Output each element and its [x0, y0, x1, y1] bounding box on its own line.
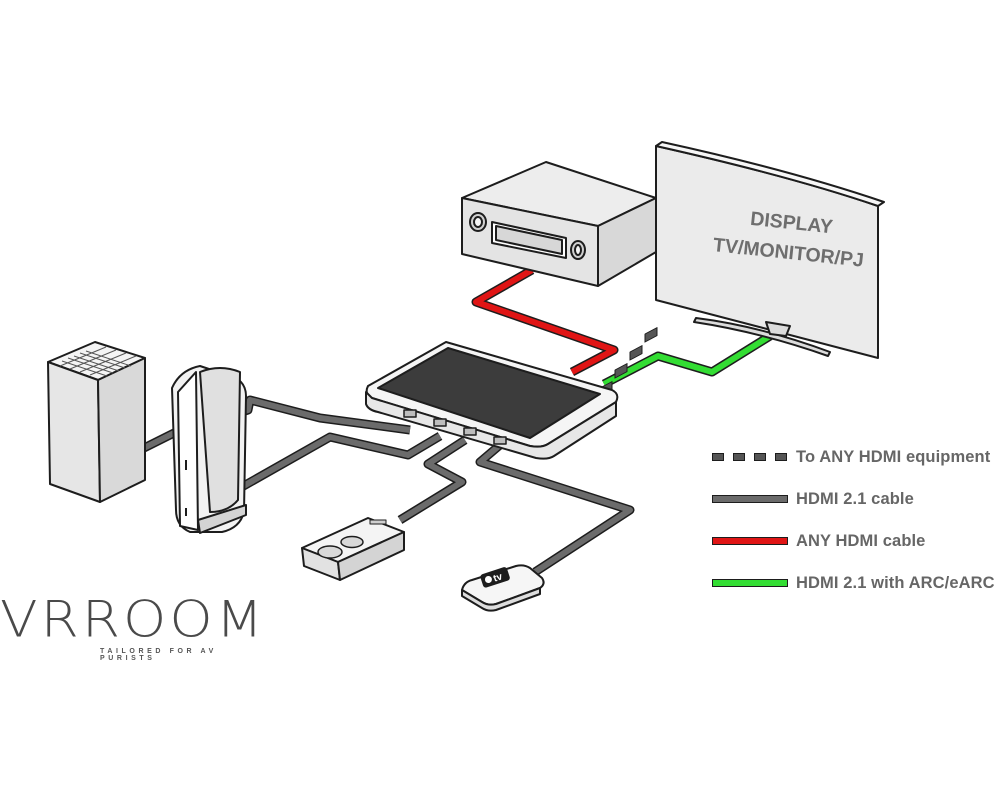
legend-item-dashed: To ANY HDMI equipment: [712, 446, 1000, 468]
apple-icon: [484, 576, 492, 584]
vrroom-logo: VRROOM TAILORED FOR AV PURISTS: [0, 590, 275, 662]
legend-swatch-hdmi21: [712, 495, 788, 503]
legend-label: HDMI 2.1 cable: [796, 489, 914, 508]
legend-label: HDMI 2.1 with ARC/eARC: [796, 573, 995, 592]
cable-ps5-hdmi21: [237, 432, 443, 492]
legend-swatch-earc: [712, 579, 788, 587]
vrroom-switch: [365, 341, 619, 460]
legend-item-hdmi21: HDMI 2.1 cable: [712, 488, 1000, 510]
cable-gpu-hdmi21: [397, 436, 468, 524]
ps5-console: [171, 365, 247, 534]
legend-item-any-hdmi: ANY HDMI cable: [712, 530, 1000, 552]
legend-swatch-dashed: [712, 453, 788, 461]
appletv-label: tv: [492, 571, 504, 584]
cable-appletv-hdmi21: [475, 441, 635, 576]
legend: To ANY HDMI equipment HDMI 2.1 cable ANY…: [712, 446, 1000, 614]
xbox-vent-grille: [59, 346, 137, 377]
legend-item-earc: HDMI 2.1 with ARC/eARC: [712, 572, 1000, 594]
brand-tagline: TAILORED FOR AV PURISTS: [100, 648, 217, 662]
av-receiver: [461, 161, 657, 287]
display-stand: [693, 317, 831, 357]
legend-label: ANY HDMI cable: [796, 531, 926, 550]
brand-name: VRROOM: [0, 590, 267, 649]
apple-tv: tv: [461, 564, 545, 612]
hdmi-input-ports: [403, 409, 507, 445]
cable-dashed-any-equipment: [599, 327, 658, 397]
legend-label: To ANY HDMI equipment: [796, 447, 991, 466]
cable-avr-any-hdmi: [471, 266, 619, 376]
xbox-console: [47, 341, 146, 503]
display-tv: [655, 141, 885, 359]
cable-display-earc: [601, 332, 773, 388]
apple-tv-logo: tv: [480, 567, 510, 588]
cables: [137, 266, 773, 576]
legend-swatch-any-hdmi: [712, 537, 788, 545]
graphics-card: [301, 517, 405, 581]
